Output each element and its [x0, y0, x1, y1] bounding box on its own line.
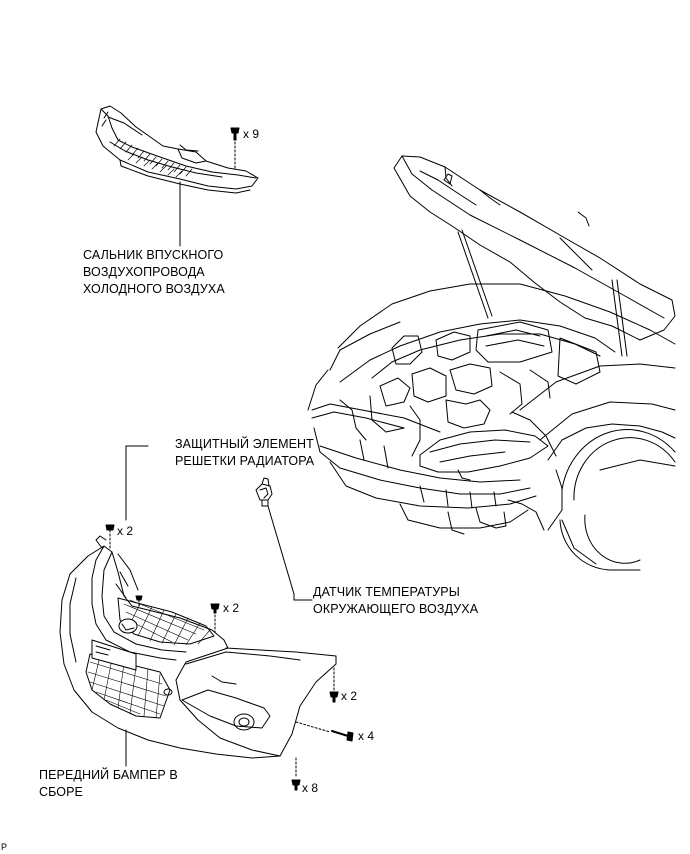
bumper-side-clip-count: x 2	[341, 689, 358, 703]
label-line: ЗАЩИТНЫЙ ЭЛЕМЕНТ	[175, 437, 314, 451]
clip-x9-icon	[230, 127, 240, 169]
grille-clip-count: x 2	[117, 524, 134, 538]
cold-air-duct-seal-part	[95, 105, 259, 247]
cold-air-duct-seal-label: САЛЬНИК ВПУСКНОГО ВОЗДУХОПРОВОДА ХОЛОДНО…	[83, 247, 225, 298]
radiator-grille-protector-label: ЗАЩИТНЫЙ ЭЛЕМЕНТ РЕШЕТКИ РАДИАТОРА	[175, 436, 314, 470]
front-bumper-assembly-label: ПЕРЕДНИЙ БАМПЕР В СБОРЕ	[39, 767, 178, 801]
label-line: ВОЗДУХОПРОВОДА	[83, 265, 205, 279]
label-line: ОКРУЖАЮЩЕГО ВОЗДУХА	[313, 602, 479, 616]
label-line: СБОРЕ	[39, 785, 83, 799]
page-marker: P	[1, 842, 8, 852]
leader-lines	[125, 445, 313, 767]
label-line: РЕШЕТКИ РАДИАТОРА	[175, 454, 315, 468]
bumper-screw-icon	[295, 721, 354, 742]
bumper-side-clip-icon	[329, 667, 339, 703]
label-line: САЛЬНИК ВПУСКНОГО	[83, 248, 224, 262]
label-line: ПЕРЕДНИЙ БАМПЕР В	[39, 768, 178, 782]
duct-seal-clip-count: x 9	[243, 127, 260, 141]
vehicle-front-outline	[307, 155, 676, 571]
ambient-temp-sensor-label: ДАТЧИК ТЕМПЕРАТУРЫ ОКРУЖАЮЩЕГО ВОЗДУХА	[313, 584, 478, 618]
bumper-top-clip-count: x 2	[223, 601, 240, 615]
label-line: ДАТЧИК ТЕМПЕРАТУРЫ	[313, 585, 460, 599]
bumper-bottom-clip-icon	[291, 757, 301, 791]
label-line: ХОЛОДНОГО ВОЗДУХА	[83, 282, 225, 296]
grille-clip-icon	[105, 524, 115, 549]
bumper-top-clip-icon	[210, 603, 220, 633]
bumper-screw-count: x 4	[358, 729, 375, 743]
bumper-bottom-clip-count: x 8	[302, 781, 319, 795]
ambient-temp-sensor-part	[255, 477, 295, 595]
front-bumper-part	[59, 535, 337, 759]
